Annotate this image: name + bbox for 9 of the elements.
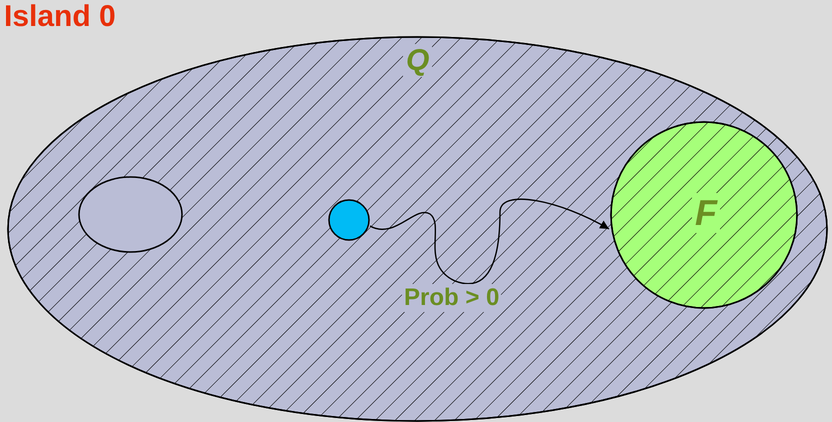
target-set-circle xyxy=(610,121,798,309)
title: Island 0 xyxy=(4,0,116,34)
set-label: F xyxy=(692,193,720,233)
set-ellipse xyxy=(7,36,828,422)
set-label: Q xyxy=(403,44,432,77)
wavy-arrow xyxy=(370,198,610,284)
ellipse xyxy=(78,176,183,253)
edge-label: Prob > 0 xyxy=(402,284,502,312)
state-circle xyxy=(328,199,370,241)
